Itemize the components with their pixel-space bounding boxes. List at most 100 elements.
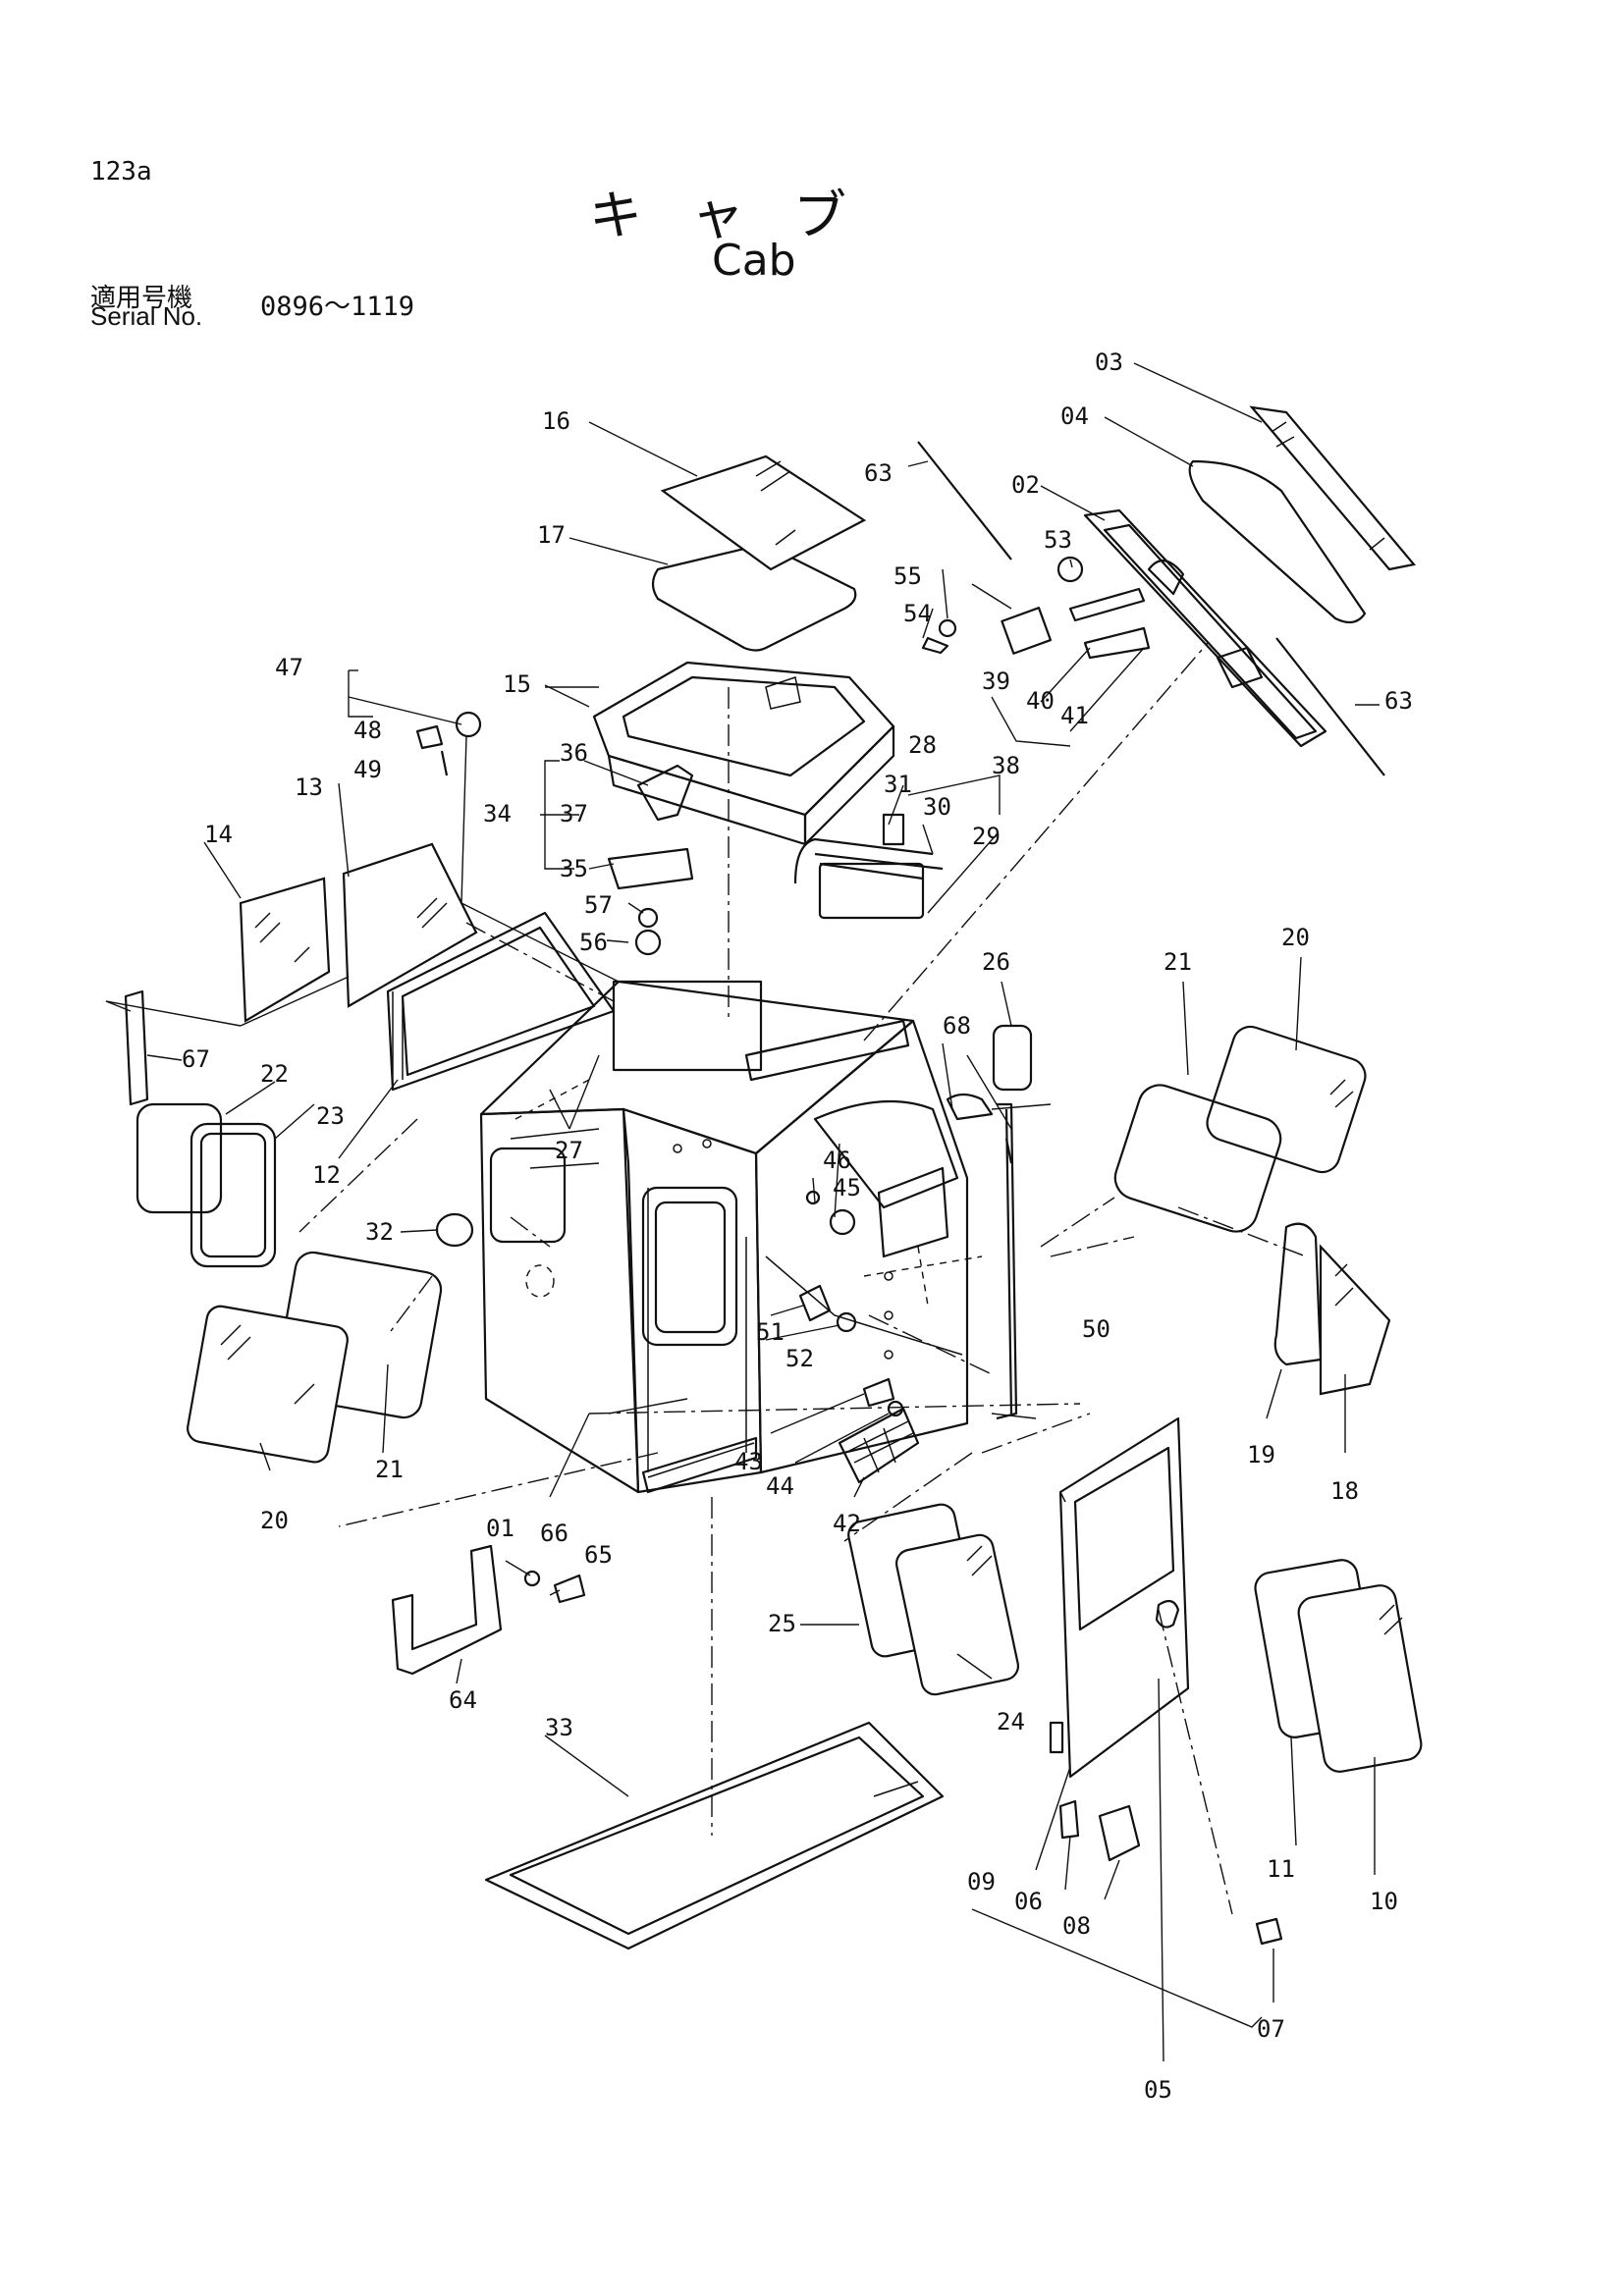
callout-40: 40 [1026, 687, 1055, 715]
callout-33: 33 [545, 1714, 573, 1741]
callout-22: 22 [260, 1060, 289, 1088]
side-glass-left-upper [135, 1102, 223, 1214]
cap [435, 1212, 474, 1248]
rear-glass [1249, 405, 1417, 571]
wiper-assembly [921, 556, 1151, 660]
door-glass-lower [895, 1533, 1019, 1696]
door [1049, 1416, 1190, 1779]
callout-27: 27 [555, 1137, 583, 1164]
callout-30: 30 [923, 793, 951, 821]
callout-21a: 21 [375, 1456, 404, 1483]
center-lines [298, 642, 1307, 1915]
callout-35: 35 [560, 855, 588, 882]
callout-25: 25 [768, 1610, 796, 1637]
callout-26: 26 [982, 948, 1010, 976]
callout-51: 51 [756, 1318, 785, 1346]
callout-38: 38 [992, 752, 1020, 779]
side-glass-left-lower [187, 1305, 349, 1464]
callout-17: 17 [537, 521, 566, 549]
serial-label-english: Serial No. [90, 301, 203, 331]
storage-box [818, 862, 925, 920]
side-seal-right-upper [1113, 1084, 1282, 1233]
side-glass-right-upper [1206, 1025, 1367, 1174]
rod-lower [1275, 637, 1385, 776]
callout-66: 66 [540, 1520, 568, 1547]
callout-08: 08 [1062, 1912, 1091, 1940]
roof-window-seal [651, 543, 857, 652]
callout-16: 16 [542, 407, 570, 435]
callout-07: 07 [1257, 2015, 1285, 2043]
callout-21b: 21 [1164, 948, 1192, 976]
storage-net [838, 1407, 920, 1484]
callout-20a: 20 [260, 1507, 289, 1534]
callout-labels: 03 04 02 63 53 16 17 63 15 47 48 49 13 1… [182, 348, 1413, 2104]
callout-01: 01 [486, 1515, 514, 1542]
callout-34: 34 [483, 800, 512, 828]
callout-44: 44 [766, 1472, 794, 1500]
side-seal-left-upper [189, 1122, 277, 1268]
mirror-bracket [636, 764, 694, 822]
callout-43: 43 [734, 1448, 763, 1475]
lamp [455, 711, 482, 738]
callout-46: 46 [823, 1147, 851, 1174]
callout-37: 37 [560, 800, 588, 828]
hidden-lines [514, 1079, 983, 1307]
callout-06: 06 [1014, 1888, 1043, 1915]
callout-49: 49 [353, 756, 382, 783]
callout-32: 32 [365, 1218, 394, 1246]
leader-lines [105, 362, 1380, 2062]
roof-cover [592, 661, 895, 846]
callout-52: 52 [785, 1345, 814, 1372]
callout-48: 48 [353, 717, 382, 744]
callout-56: 56 [579, 929, 608, 956]
callout-18: 18 [1330, 1477, 1359, 1505]
callout-15: 15 [503, 670, 531, 698]
handrail [793, 837, 934, 884]
step-bracket [391, 1544, 503, 1676]
callout-24: 24 [997, 1708, 1025, 1735]
floor-plate [484, 1721, 945, 1950]
callout-09: 09 [967, 1868, 996, 1896]
rear-panel [1083, 508, 1327, 748]
callout-10: 10 [1370, 1888, 1398, 1915]
callout-64: 64 [449, 1686, 477, 1714]
vertical-handrail [996, 1102, 1018, 1420]
callout-68: 68 [943, 1012, 971, 1040]
mirror [992, 1024, 1033, 1092]
triangle-seal [1273, 1222, 1323, 1366]
horn [829, 1208, 856, 1236]
callout-29: 29 [972, 823, 1001, 850]
callout-50: 50 [1082, 1315, 1110, 1343]
callout-14: 14 [204, 821, 233, 848]
callout-19: 19 [1247, 1441, 1275, 1468]
window-strip [124, 989, 149, 1106]
callout-13: 13 [295, 774, 323, 801]
callout-03: 03 [1095, 348, 1123, 376]
callout-05: 05 [1144, 2076, 1172, 2104]
serial-range: 0896～1119 [260, 292, 415, 322]
callout-45: 45 [833, 1174, 861, 1201]
callout-36: 36 [560, 739, 588, 767]
page-number: 123a [90, 157, 152, 187]
callout-47: 47 [275, 654, 303, 681]
callout-04: 04 [1060, 402, 1089, 430]
triangle-glass [1319, 1244, 1391, 1396]
callout-65: 65 [584, 1541, 613, 1569]
callout-57: 57 [584, 891, 613, 919]
serial-label-japanese: 適用号機 [90, 284, 193, 313]
roof-glass [660, 454, 867, 571]
callout-41: 41 [1060, 702, 1089, 729]
front-upper-glass [342, 842, 478, 1008]
callout-20b: 20 [1281, 924, 1310, 951]
callout-42: 42 [833, 1510, 861, 1537]
callout-54: 54 [903, 600, 932, 627]
front-window-frame [386, 911, 616, 1092]
callout-11: 11 [1267, 1855, 1295, 1883]
front-lower-glass [239, 877, 331, 1023]
callout-63a: 63 [864, 459, 893, 487]
cab-frame [479, 980, 969, 1494]
callout-55: 55 [893, 562, 922, 590]
callout-02: 02 [1011, 471, 1040, 499]
